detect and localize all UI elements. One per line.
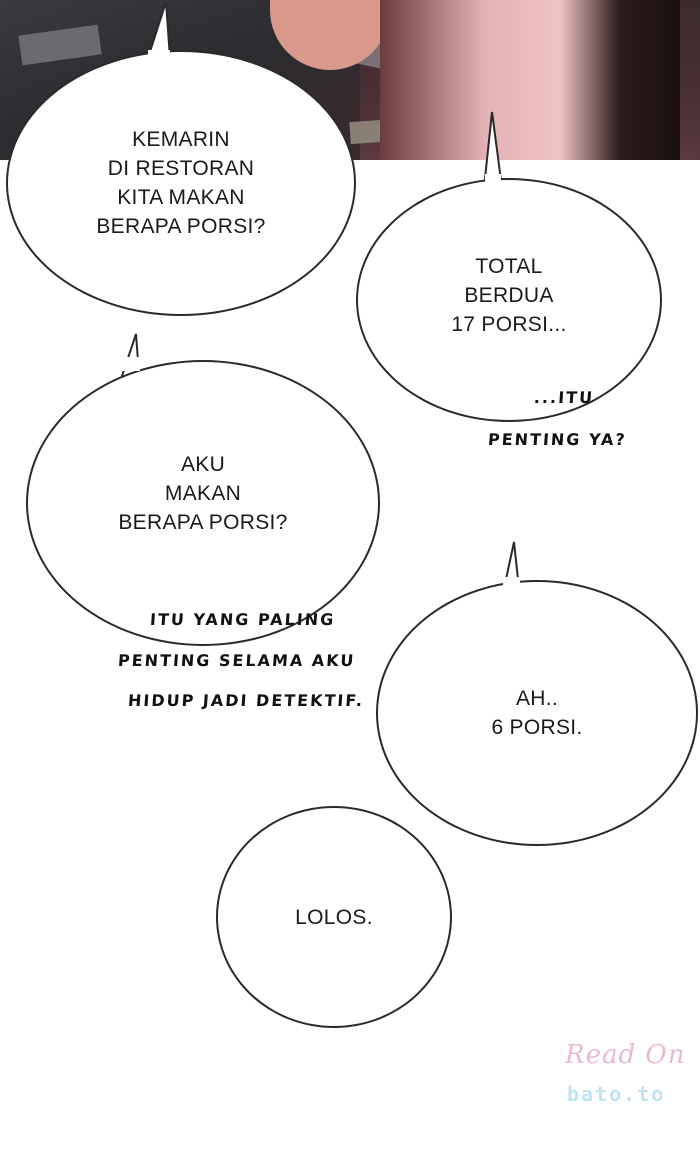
character-figure (380, 0, 680, 160)
speech-bubble-3-text: AKU MAKAN BERAPA PORSI? (118, 452, 288, 534)
handwritten-text-line: ITU YANG PALING (149, 610, 336, 629)
speech-bubble-5: LOLOS. (216, 806, 452, 1028)
handwritten-text-line: ...ITU (533, 388, 595, 407)
watermark-script: Read On (565, 1040, 686, 1070)
speech-bubble-tail-cover (148, 50, 170, 64)
speech-bubble-2-text: TOTAL BERDUA 17 PORSI... (451, 254, 567, 336)
speech-bubble-1: KEMARIN DI RESTORAN KITA MAKAN BERAPA PO… (6, 50, 356, 316)
speech-bubble-1-text: KEMARIN DI RESTORAN KITA MAKAN BERAPA PO… (96, 128, 266, 238)
speech-bubble-4-text: AH.. 6 PORSI. (491, 687, 583, 739)
speech-bubble-tail-cover (485, 174, 501, 188)
watermark-site: bato.to (567, 1082, 666, 1106)
speech-bubble-tail (483, 111, 503, 189)
watermark-logo: Read On bato.to (565, 1040, 685, 1120)
speech-bubble-4: AH.. 6 PORSI. (376, 580, 698, 846)
speech-bubble-tail-cover (503, 577, 520, 591)
speech-bubble-tail-cover (120, 357, 140, 371)
handwritten-text-line: PENTING SELAMA AKU (117, 651, 357, 670)
speech-bubble-tail (147, 1, 171, 59)
handwritten-text-line: PENTING YA? (487, 430, 628, 449)
speech-bubble-5-text: LOLOS. (295, 905, 373, 929)
handwritten-text-line: HIDUP JADI DETEKTIF. (127, 691, 365, 710)
speech-bubble-2: TOTAL BERDUA 17 PORSI... (356, 178, 662, 422)
speech-bubble-3: AKU MAKAN BERAPA PORSI? (26, 360, 380, 646)
